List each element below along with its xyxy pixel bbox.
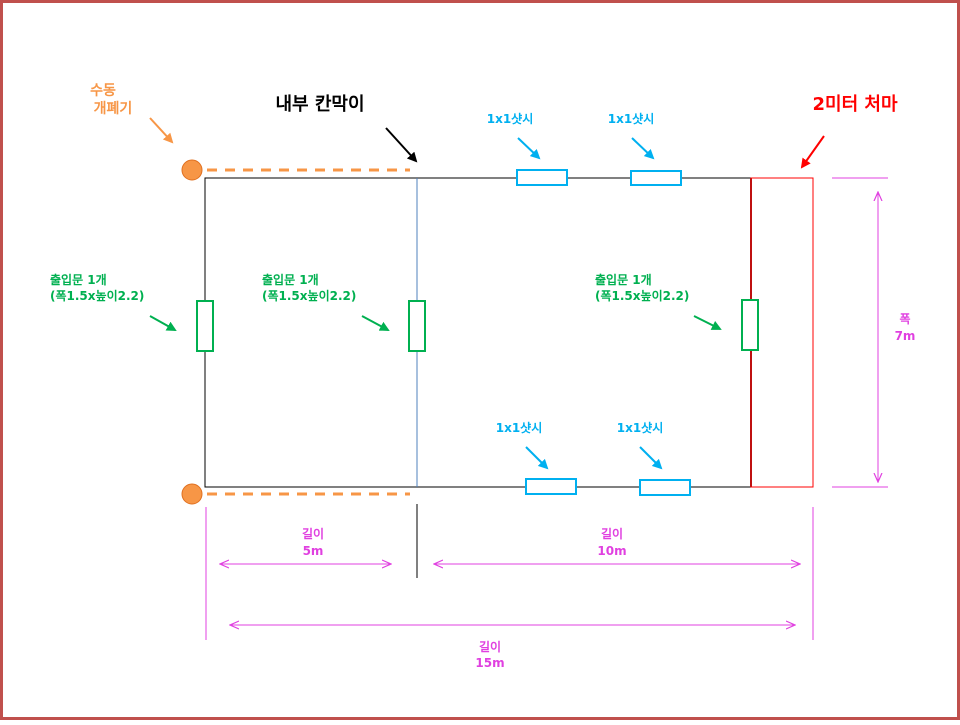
door-left [196, 300, 214, 352]
building-outline [204, 177, 752, 488]
door-right-label-line2: (폭1.5x높이2.2) [595, 288, 689, 303]
internal-partition-label: 내부 칸막이 [275, 94, 364, 115]
door-left-label-line1: 출입문 1개 [50, 272, 107, 287]
manual-opener-label-line2: 개폐기 [94, 101, 133, 117]
sash-top-right-arrow [631, 137, 655, 160]
sash-bottom-left [525, 478, 577, 495]
door-middle-label-line1: 출입문 1개 [262, 272, 319, 287]
manual-opener-bottom [181, 483, 203, 505]
sash-bottom-right-label: 1x1샷시 [617, 420, 664, 435]
length-5-label-line2: 5m [303, 544, 324, 558]
door-left-label-line2: (폭1.5x높이2.2) [50, 288, 144, 303]
door-right-label-line1: 출입문 1개 [595, 272, 652, 287]
manual-opener-arrow [149, 117, 174, 144]
eave-arrow [800, 135, 825, 169]
sash-top-left [516, 169, 568, 186]
sash-bottom-right [639, 479, 691, 496]
sash-bottom-right-arrow [639, 446, 663, 470]
door-middle-arrow [361, 315, 390, 331]
partition-arrow [385, 127, 418, 163]
sash-top-left-label: 1x1샷시 [487, 111, 534, 126]
eave-area [750, 177, 814, 488]
door-right [741, 299, 759, 351]
length-15-label-line1: 길이 [479, 639, 501, 654]
door-middle [408, 300, 426, 352]
sash-bottom-left-arrow [525, 446, 549, 470]
door-middle-label-line2: (폭1.5x높이2.2) [262, 288, 356, 303]
door-left-arrow [149, 315, 177, 331]
sash-top-right [630, 170, 682, 186]
sash-top-left-arrow [517, 137, 541, 160]
width-label-line2: 7m [895, 329, 916, 343]
manual-opener-top [181, 159, 203, 181]
length-10-label-line2: 10m [597, 544, 626, 558]
width-label-line1: 폭 [899, 312, 910, 326]
eave-label: 2미터 처마 [812, 94, 897, 115]
manual-opener-label-line1: 수동 [90, 83, 116, 99]
length-5-label-line1: 길이 [302, 526, 324, 541]
length-10-label-line1: 길이 [601, 526, 623, 541]
door-right-arrow [693, 315, 722, 330]
sash-bottom-left-label: 1x1샷시 [496, 420, 543, 435]
sash-top-right-label: 1x1샷시 [608, 111, 655, 126]
length-15-label-line2: 15m [475, 656, 504, 670]
